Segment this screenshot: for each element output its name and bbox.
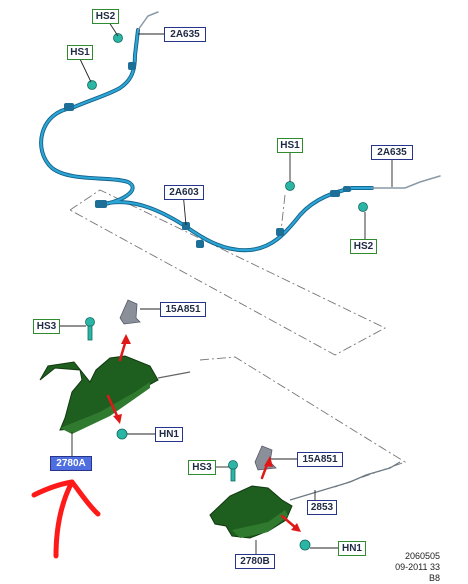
label-hn1-left: HN1 (155, 427, 183, 442)
label-2780a: 2780A (50, 456, 92, 471)
lever-2780b (209, 485, 293, 539)
label-hs1-right: HS1 (277, 138, 303, 153)
lever-2780a (39, 355, 191, 434)
footer-line-1: 2060505 (404, 551, 440, 561)
footer-reference: 2060505 09-2011 33 B8 (395, 551, 440, 584)
dash-dot-outline (69, 189, 407, 488)
cable-fittings (64, 62, 351, 248)
label-hs2-right: HS2 (350, 239, 377, 254)
label-2a635-top: 2A635 (164, 27, 206, 42)
label-hn1-right: HN1 (338, 541, 366, 556)
label-2780b: 2780B (235, 554, 275, 569)
label-2a635-right: 2A635 (371, 145, 413, 160)
cable-2853 (289, 461, 401, 501)
label-hs2-top: HS2 (92, 9, 119, 24)
label-2a603: 2A603 (164, 185, 204, 200)
footer-line-3: B8 (428, 573, 440, 583)
label-hs1-top: HS1 (67, 45, 93, 60)
footer-line-2: 09-2011 33 (395, 562, 440, 572)
label-2853: 2853 (307, 500, 337, 515)
label-hs3-left: HS3 (33, 319, 60, 334)
label-15a851-right: 15A851 (297, 452, 343, 467)
label-hs3-right: HS3 (188, 460, 216, 475)
hand-drawn-pointer-arrow (31, 479, 101, 559)
fasteners (85, 317, 311, 551)
red-arrowheads (113, 334, 301, 532)
label-15a851-left: 15A851 (160, 302, 206, 317)
leader-lines (60, 15, 393, 554)
brake-cable-2a603 (39, 11, 441, 253)
